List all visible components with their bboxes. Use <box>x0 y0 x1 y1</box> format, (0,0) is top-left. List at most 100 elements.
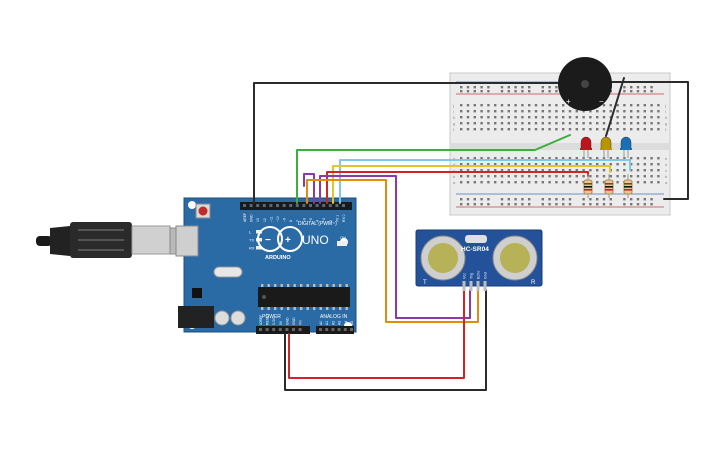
breadboard-hole[interactable] <box>582 110 585 113</box>
digital-pin[interactable] <box>289 204 293 207</box>
breadboard-hole[interactable] <box>562 157 565 160</box>
breadboard-hole[interactable] <box>596 157 599 160</box>
breadboard-hole[interactable] <box>575 163 578 166</box>
breadboard-hole[interactable] <box>582 175 585 178</box>
breadboard-hole[interactable] <box>636 203 640 206</box>
breadboard-hole[interactable] <box>460 181 463 184</box>
breadboard-hole[interactable] <box>534 163 538 166</box>
breadboard-hole[interactable] <box>521 110 524 113</box>
breadboard-hole[interactable] <box>514 128 517 131</box>
breadboard-hole[interactable] <box>575 116 578 119</box>
breadboard-hole[interactable] <box>521 122 524 125</box>
breadboard-hole[interactable] <box>541 169 544 172</box>
breadboard-hole[interactable] <box>650 86 653 89</box>
breadboard-hole[interactable] <box>500 86 504 89</box>
breadboard-hole[interactable] <box>657 169 660 172</box>
breadboard-hole[interactable] <box>643 104 646 107</box>
breadboard-hole[interactable] <box>636 128 640 131</box>
breadboard-hole[interactable] <box>528 122 531 125</box>
digital-pin[interactable] <box>335 204 339 207</box>
breadboard-hole[interactable] <box>507 86 510 89</box>
breadboard-hole[interactable] <box>596 169 599 172</box>
breadboard-hole[interactable] <box>589 163 592 166</box>
breadboard-hole[interactable] <box>541 104 544 107</box>
breadboard-hole[interactable] <box>609 110 612 113</box>
breadboard-hole[interactable] <box>548 116 551 119</box>
digital-pin[interactable] <box>256 204 260 207</box>
digital-pin[interactable] <box>276 204 279 207</box>
breadboard-hole[interactable] <box>534 122 538 125</box>
breadboard-hole[interactable] <box>480 181 483 184</box>
breadboard-hole[interactable] <box>636 104 640 107</box>
breadboard-hole[interactable] <box>541 175 544 178</box>
breadboard-hole[interactable] <box>568 110 572 113</box>
breadboard-hole[interactable] <box>582 157 585 160</box>
breadboard-hole[interactable] <box>494 122 497 125</box>
breadboard-hole[interactable] <box>643 181 646 184</box>
breadboard-hole[interactable] <box>480 122 483 125</box>
breadboard-hole[interactable] <box>609 163 612 166</box>
breadboard-hole[interactable] <box>541 86 544 89</box>
breadboard-hole[interactable] <box>582 203 585 206</box>
breadboard-hole[interactable] <box>466 175 470 178</box>
breadboard-hole[interactable] <box>521 198 524 201</box>
breadboard-hole[interactable] <box>500 169 504 172</box>
breadboard-hole[interactable] <box>487 122 490 125</box>
breadboard-hole[interactable] <box>589 169 592 172</box>
breadboard-hole[interactable] <box>657 122 660 125</box>
breadboard-hole[interactable] <box>487 86 490 89</box>
breadboard-hole[interactable] <box>500 90 504 93</box>
breadboard-hole[interactable] <box>460 86 463 89</box>
breadboard-hole[interactable] <box>528 104 531 107</box>
breadboard-hole[interactable] <box>650 90 653 93</box>
breadboard-hole[interactable] <box>541 163 544 166</box>
breadboard-hole[interactable] <box>460 116 463 119</box>
breadboard-hole[interactable] <box>521 169 524 172</box>
breadboard-hole[interactable] <box>500 110 504 113</box>
breadboard-hole[interactable] <box>568 116 572 119</box>
digital-pin[interactable] <box>315 204 319 207</box>
breadboard-hole[interactable] <box>514 169 517 172</box>
sensor-pin-trig[interactable] <box>469 281 473 291</box>
breadboard-hole[interactable] <box>466 128 470 131</box>
breadboard-hole[interactable] <box>541 181 544 184</box>
resistor-3[interactable] <box>623 174 633 198</box>
breadboard-hole[interactable] <box>609 128 612 131</box>
piezo-buzzer[interactable]: + − <box>558 57 612 111</box>
breadboard-hole[interactable] <box>487 116 490 119</box>
breadboard-hole[interactable] <box>528 198 531 201</box>
breadboard-hole[interactable] <box>466 116 470 119</box>
breadboard-hole[interactable] <box>500 198 504 201</box>
breadboard-hole[interactable] <box>555 181 558 184</box>
digital-pin[interactable] <box>243 204 246 207</box>
breadboard-hole[interactable] <box>562 104 565 107</box>
breadboard-hole[interactable] <box>650 122 653 125</box>
breadboard-hole[interactable] <box>473 203 476 206</box>
breadboard-hole[interactable] <box>507 128 510 131</box>
breadboard-hole[interactable] <box>575 175 578 178</box>
breadboard-hole[interactable] <box>473 90 476 93</box>
breadboard-hole[interactable] <box>657 175 660 178</box>
breadboard-hole[interactable] <box>575 128 578 131</box>
breadboard-hole[interactable] <box>643 203 646 206</box>
breadboard-hole[interactable] <box>568 181 572 184</box>
breadboard-hole[interactable] <box>555 175 558 178</box>
wire-green[interactable] <box>296 134 571 204</box>
breadboard-hole[interactable] <box>460 128 463 131</box>
breadboard-hole[interactable] <box>507 104 510 107</box>
breadboard-hole[interactable] <box>650 175 653 178</box>
breadboard-hole[interactable] <box>521 181 524 184</box>
sensor-pin-gnd[interactable] <box>483 281 487 291</box>
breadboard-hole[interactable] <box>514 163 517 166</box>
breadboard-hole[interactable] <box>521 157 524 160</box>
breadboard-hole[interactable] <box>541 90 544 93</box>
digital-pin[interactable] <box>282 204 286 207</box>
breadboard-hole[interactable] <box>636 169 640 172</box>
breadboard-hole[interactable] <box>507 169 510 172</box>
breadboard-hole[interactable] <box>555 169 558 172</box>
breadboard-hole[interactable] <box>521 175 524 178</box>
breadboard-hole[interactable] <box>528 175 531 178</box>
breadboard-hole[interactable] <box>521 104 524 107</box>
breadboard-hole[interactable] <box>636 175 640 178</box>
breadboard-hole[interactable] <box>487 90 490 93</box>
